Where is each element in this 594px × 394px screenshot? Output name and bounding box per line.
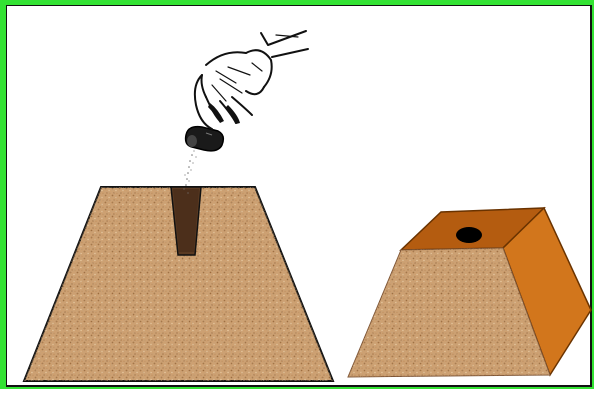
diagram-canvas [22,30,592,382]
powder-stream [183,150,197,194]
soil-hole [170,186,202,256]
soil-pile-left [22,186,335,382]
hand-shadow [208,103,240,124]
bottle-icon [184,125,225,152]
block-hole [456,227,482,243]
hand-pouring-icon [193,30,309,130]
soil-block-right [347,206,592,378]
